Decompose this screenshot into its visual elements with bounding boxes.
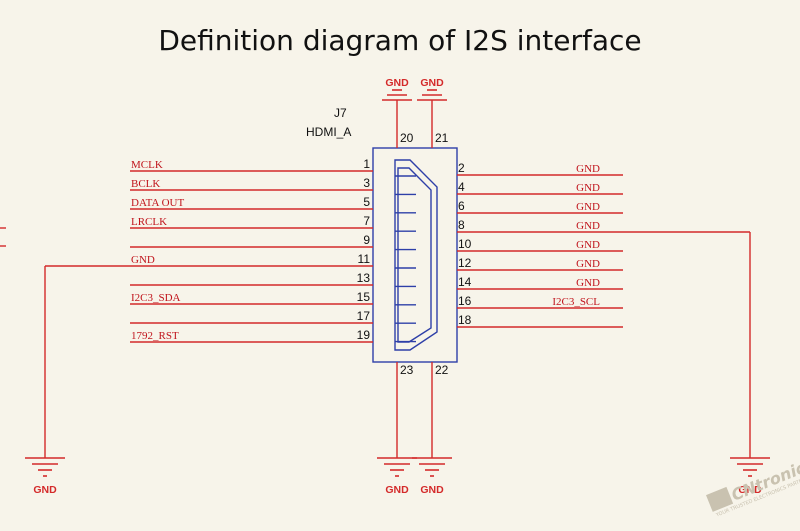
pin-number-22: 22 bbox=[435, 363, 449, 377]
ground-label: GND bbox=[33, 484, 57, 496]
pin-number-1: 1 bbox=[363, 157, 370, 171]
ground-label: GND bbox=[385, 484, 409, 496]
pin-number-8: 8 bbox=[458, 218, 465, 232]
ground-symbol: GND bbox=[382, 77, 412, 101]
pin-number-21: 21 bbox=[435, 131, 449, 145]
pin-number-6: 6 bbox=[458, 199, 465, 213]
net-label-gnd: GND bbox=[576, 163, 600, 175]
ground-symbol: GND bbox=[412, 457, 452, 496]
pin-number-9: 9 bbox=[363, 233, 370, 247]
component-type: HDMI_A bbox=[306, 125, 351, 139]
ground-symbols: GND GND GND GND GND GND bbox=[25, 77, 770, 496]
diagram-title: Definition diagram of I2S interface bbox=[158, 24, 642, 57]
net-label-i2c3-sda: I2C3_SDA bbox=[131, 292, 181, 304]
bottom-pin-group: 23 22 bbox=[396, 362, 449, 458]
net-label-lrclk: LRCLK bbox=[131, 216, 167, 228]
pin-number-7: 7 bbox=[363, 214, 370, 228]
pin-number-19: 19 bbox=[357, 328, 371, 342]
connector-contacts bbox=[395, 175, 416, 343]
ground-symbol: GND bbox=[377, 457, 417, 496]
component-ref: J7 bbox=[334, 106, 347, 120]
pin-number-18: 18 bbox=[458, 313, 472, 327]
ground-label: GND bbox=[420, 484, 444, 496]
pin-number-2: 2 bbox=[458, 161, 465, 175]
pin-number-13: 13 bbox=[357, 271, 371, 285]
net-label-1792-rst: 1792_RST bbox=[131, 330, 179, 342]
ground-label: GND bbox=[420, 77, 444, 89]
net-label-mclk: MCLK bbox=[131, 159, 163, 171]
net-label-gnd: GND bbox=[131, 254, 155, 266]
pin-number-23: 23 bbox=[400, 363, 414, 377]
ground-label: GND bbox=[385, 77, 409, 89]
pin-number-16: 16 bbox=[458, 294, 472, 308]
pin-number-5: 5 bbox=[363, 195, 370, 209]
pin-number-11: 11 bbox=[358, 252, 371, 266]
net-label-gnd: GND bbox=[576, 277, 600, 289]
ground-symbol: GND bbox=[25, 457, 65, 496]
ground-symbol: GND bbox=[730, 457, 770, 496]
net-label-data-out: DATA OUT bbox=[131, 197, 184, 209]
net-label-gnd: GND bbox=[576, 239, 600, 251]
pin-number-12: 12 bbox=[458, 256, 472, 270]
pin-number-3: 3 bbox=[363, 176, 370, 190]
pin-number-14: 14 bbox=[458, 275, 472, 289]
ground-label: GND bbox=[738, 484, 762, 496]
pin-number-4: 4 bbox=[458, 180, 465, 194]
watermark-logo-box bbox=[706, 486, 734, 512]
watermark-logo: CNtronic YOUR TRUSTED ELECTRONICS PARTNE… bbox=[706, 458, 800, 519]
connector-outline-outer bbox=[394, 159, 438, 351]
net-label-i2c3-scl: I2C3_SCL bbox=[552, 296, 600, 308]
connector-body bbox=[372, 147, 458, 363]
pin-number-17: 17 bbox=[357, 309, 371, 323]
left-pin-group: 1 MCLK 3 BCLK 5 DATA OUT 7 LRCLK 9 11 GND 13 15 I2C3_… bbox=[44, 157, 373, 458]
net-label-gnd: GND bbox=[576, 201, 600, 213]
net-label-gnd: GND bbox=[576, 220, 600, 232]
ground-symbol: GND bbox=[417, 77, 447, 101]
net-label-gnd: GND bbox=[576, 258, 600, 270]
net-label-gnd: GND bbox=[576, 182, 600, 194]
pin-number-20: 20 bbox=[400, 131, 414, 145]
pin-number-10: 10 bbox=[458, 237, 472, 251]
net-label-bclk: BCLK bbox=[131, 178, 160, 190]
pin-number-15: 15 bbox=[357, 290, 371, 304]
